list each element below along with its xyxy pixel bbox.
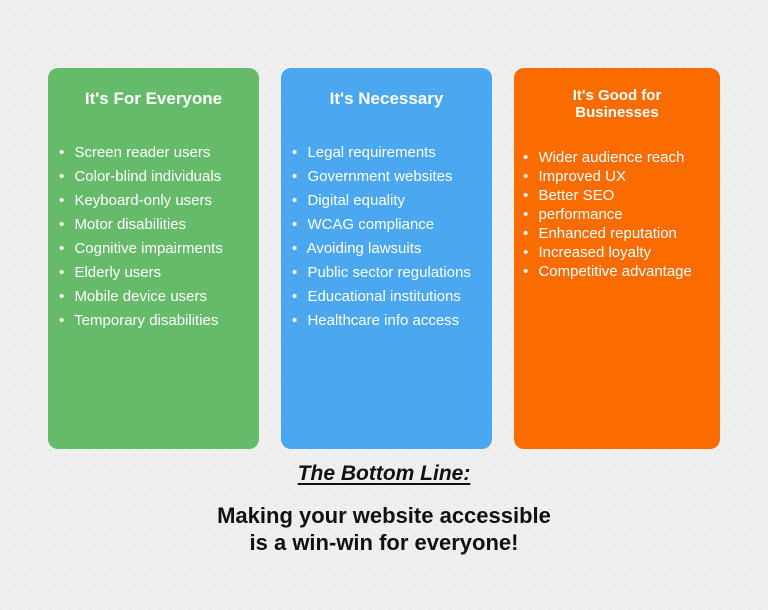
list-item-text: Keyboard-only users [74,192,213,209]
list-item: • Color-blind individuals [59,165,253,189]
list-item: • Keyboard-only users [59,189,253,213]
bullet-icon: • [523,149,529,166]
bullet-icon: • [523,168,529,185]
bullet-icon: • [523,225,529,242]
bottom-line-message-line1: Making your website accessible [217,503,551,528]
list-item: • Digital equality [292,189,486,213]
bullet-icon: • [59,240,65,257]
bullet-icon: • [292,264,298,281]
list-item: • Avoiding lawsuits [292,237,486,261]
list-item-text: Increased loyalty [538,244,651,261]
list-item: • Legal requirements [292,141,486,165]
bullet-icon: • [523,206,529,223]
bottom-line-section: The Bottom Line: Making your website acc… [0,449,768,556]
list-item: • Cognitive impairments [59,237,253,261]
bullet-icon: • [292,144,298,161]
list-item: • WCAG compliance [292,213,486,237]
list-item-text: Screen reader users [74,144,211,161]
bullet-icon: • [59,264,65,281]
card-title-necessary: It's Necessary [329,89,444,108]
list-item: • Educational institutions [292,285,486,309]
list-item-text: Competitive advantage [538,263,692,280]
list-item-text: WCAG compliance [307,216,435,233]
bullet-icon: • [59,216,65,233]
list-item-text: performance [538,206,623,223]
bullet-icon: • [292,240,298,257]
list-item: • Better SEO [523,186,714,205]
list-item: • Improved UX [523,167,714,186]
list-item: • Healthcare info access [292,309,486,333]
list-item: • Enhanced reputation [523,224,714,243]
list-item: • Increased loyalty [523,243,714,262]
bullet-icon: • [59,168,65,185]
list-item-text: Legal requirements [307,144,436,161]
list-item-text: Avoiding lawsuits [306,240,422,257]
list-item: • Government websites [292,165,486,189]
list-item-text: Color-blind individuals [74,168,222,185]
card-list-businesses: • Wider audience reach • Improved UX • B… [514,148,720,281]
list-item-text: Better SEO [538,187,615,204]
bullet-icon: • [292,168,298,185]
bullet-icon: • [292,288,298,305]
list-item: • Motor disabilities [59,213,253,237]
list-item-text: Cognitive impairments [74,240,223,257]
list-item-text: Mobile device users [74,288,207,305]
bullet-icon: • [292,312,298,329]
bullet-icon: • [292,216,298,233]
card-list-necessary: • Legal requirements • Government websit… [281,141,492,333]
list-item-text: Wider audience reach [538,149,685,166]
bottom-line-message-line2: is a win-win for everyone! [249,530,519,555]
list-item-text: Elderly users [74,264,162,281]
list-item: • Elderly users [59,261,253,285]
list-item: • performance [523,205,714,224]
list-item: • Public sector regulations [292,261,486,285]
bullet-icon: • [59,192,65,209]
list-item-text: Government websites [307,168,453,185]
list-item: • Screen reader users [59,141,253,165]
bullet-icon: • [523,263,529,280]
list-item-text: Public sector regulations [307,264,471,281]
list-item-text: Temporary disabilities [74,312,219,329]
bottom-line-message: Making your website accessible is a win-… [0,502,768,556]
bullet-icon: • [523,187,529,204]
list-item-text: Educational institutions [307,288,461,305]
list-item-text: Motor disabilities [74,216,187,233]
bullet-icon: • [523,244,529,261]
list-item-text: Digital equality [307,192,405,209]
list-item-text: Improved UX [538,168,626,185]
list-item-text: Healthcare info access [307,312,460,329]
list-item-text: Enhanced reputation [538,225,677,242]
bottom-line-heading: The Bottom Line: [297,462,471,485]
bullet-icon: • [59,312,65,329]
bullet-icon: • [292,192,298,209]
list-item: • Competitive advantage [523,262,714,281]
list-item: • Temporary disabilities [59,309,253,333]
bullet-icon: • [59,144,65,161]
list-item: • Wider audience reach [523,148,714,167]
bullet-icon: • [59,288,65,305]
card-title-everyone: It's For Everyone [84,89,223,108]
card-its-for-everyone: It's For Everyone • Screen reader users … [48,68,259,449]
card-its-necessary: It's Necessary • Legal requirements • Go… [281,68,492,449]
benefit-columns: It's For Everyone • Screen reader users … [48,68,720,449]
card-list-everyone: • Screen reader users • Color-blind indi… [48,141,259,333]
card-good-for-businesses: It's Good for Businesses • Wider audienc… [514,68,720,449]
list-item: • Mobile device users [59,285,253,309]
card-title-businesses: It's Good for Businesses [572,87,662,121]
